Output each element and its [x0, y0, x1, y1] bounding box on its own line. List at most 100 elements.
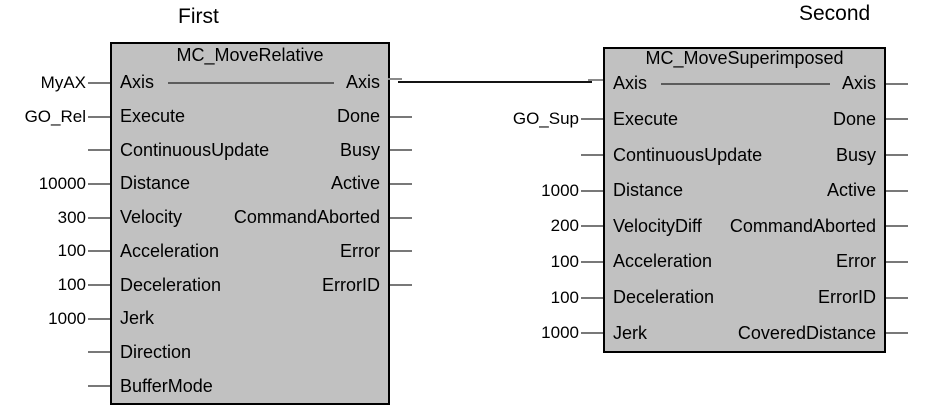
input-pin-stub[interactable]	[581, 118, 603, 121]
input-pin-label: ContinuousUpdate	[120, 139, 270, 160]
output-pin-stub[interactable]	[886, 118, 908, 121]
fb-io-rows: Axis Axis GO_Sup Execute Done Continuous…	[513, 66, 908, 351]
output-pin-stub[interactable]	[886, 296, 908, 299]
fb-io-row: 100 Acceleration Error	[551, 244, 908, 280]
operand-value[interactable]: 100	[57, 275, 86, 295]
output-pin-label: ErrorID	[322, 274, 380, 295]
input-pin-stub[interactable]	[88, 250, 110, 253]
input-pin-label: Execute	[613, 108, 679, 129]
input-pin-stub[interactable]	[581, 225, 603, 228]
operand-value[interactable]: 300	[57, 207, 86, 227]
output-pin-stub[interactable]	[390, 149, 412, 152]
input-pin-label: Distance	[613, 180, 684, 201]
fb-io-row: Direction	[88, 336, 388, 370]
fb-io-row: GO_Sup Execute Done	[513, 102, 908, 138]
output-pin-label: Done	[832, 108, 876, 129]
input-pin-stub[interactable]	[88, 182, 110, 185]
output-pin-label: Busy	[835, 144, 876, 165]
fb-io-row: 300 Velocity CommandAborted	[58, 201, 412, 235]
output-pin-stub[interactable]	[390, 250, 412, 253]
fb-io-row: 100 Deceleration ErrorID	[58, 268, 412, 302]
input-pin-stub[interactable]	[88, 115, 110, 118]
output-pin-label: Done	[336, 106, 380, 127]
wire-stub-right	[588, 79, 603, 81]
input-pin-stub[interactable]	[88, 351, 110, 354]
fb-io-row: 1000 Distance Active	[541, 173, 908, 209]
fb-io-row: 1000 Jerk	[48, 302, 388, 336]
output-pin-stub[interactable]	[886, 82, 908, 85]
input-pin-label: Velocity	[120, 207, 183, 228]
fb-io-row: BufferMode	[88, 369, 388, 403]
input-pin-stub[interactable]	[581, 260, 603, 263]
operand-value[interactable]: 1000	[541, 180, 579, 200]
operand-value[interactable]: 10000	[38, 173, 86, 193]
fb-io-rows: MyAX Axis Axis GO_Rel Execute Done Conti…	[25, 66, 412, 403]
input-pin-stub[interactable]	[88, 284, 110, 287]
fb-io-row: MyAX Axis Axis	[41, 66, 388, 100]
input-pin-stub[interactable]	[88, 149, 110, 152]
fb-io-row: 1000 Jerk CoveredDistance	[541, 315, 908, 351]
input-pin-label: Acceleration	[120, 240, 220, 261]
output-pin-label: Axis	[345, 72, 380, 93]
operand-value[interactable]: GO_Sup	[512, 109, 579, 129]
axis-inout-line	[661, 82, 830, 85]
output-pin-stub[interactable]	[390, 216, 412, 219]
input-pin-stub[interactable]	[88, 317, 110, 320]
input-pin-label: Jerk	[613, 322, 648, 343]
input-pin-label: BufferMode	[120, 375, 213, 396]
block-caption-second: Second	[799, 2, 871, 25]
input-pin-label: Axis	[613, 73, 648, 94]
fb-mc-moverelative[interactable]: MC_MoveRelative MyAX Axis Axis GO_Rel Ex…	[25, 42, 412, 405]
output-pin-label: Error	[340, 240, 380, 261]
fb-io-row: GO_Rel Execute Done	[25, 100, 412, 134]
output-pin-stub[interactable]	[390, 182, 412, 185]
input-pin-label: Direction	[120, 341, 192, 362]
input-pin-stub[interactable]	[88, 81, 110, 84]
block-caption-first: First	[178, 5, 219, 28]
operand-value[interactable]: 100	[57, 241, 86, 261]
fb-io-row: 200 VelocityDiff CommandAborted	[551, 209, 908, 245]
input-pin-stub[interactable]	[581, 154, 603, 157]
fb-title: MC_MoveSuperimposed	[645, 48, 844, 68]
operand-value[interactable]: 100	[550, 287, 579, 307]
wire-stub-left	[388, 78, 402, 80]
input-pin-label: Jerk	[120, 308, 155, 329]
input-pin-stub[interactable]	[581, 332, 603, 335]
input-pin-label: ContinuousUpdate	[613, 144, 763, 165]
input-pin-stub[interactable]	[88, 385, 110, 388]
output-pin-label: CommandAborted	[233, 207, 380, 228]
output-pin-label: CoveredDistance	[737, 322, 876, 343]
output-pin-stub[interactable]	[886, 332, 908, 335]
operand-value[interactable]: 1000	[541, 323, 579, 343]
fb-mc-movesuperimposed[interactable]: MC_MoveSuperimposed Axis Axis GO_Sup Exe…	[513, 47, 908, 353]
input-pin-stub[interactable]	[581, 296, 603, 299]
output-pin-label: CommandAborted	[729, 215, 876, 236]
operand-value[interactable]: GO_Rel	[24, 106, 86, 126]
output-pin-label: Axis	[841, 73, 876, 94]
axis-inout-line	[168, 81, 334, 84]
input-pin-label: Axis	[120, 72, 155, 93]
output-pin-stub[interactable]	[886, 154, 908, 157]
operand-value[interactable]: 200	[550, 216, 579, 236]
fb-io-row: 10000 Distance Active	[39, 167, 412, 201]
fb-io-row: ContinuousUpdate Busy	[581, 137, 908, 173]
output-pin-stub[interactable]	[390, 284, 412, 287]
output-pin-label: ErrorID	[818, 287, 876, 308]
output-pin-stub[interactable]	[390, 115, 412, 118]
axis-connection-wire[interactable]	[388, 77, 603, 85]
input-pin-label: Deceleration	[613, 287, 715, 308]
input-pin-stub[interactable]	[581, 189, 603, 192]
output-pin-label: Active	[826, 180, 876, 201]
wire-core	[398, 81, 592, 83]
output-pin-stub[interactable]	[886, 189, 908, 192]
output-pin-stub[interactable]	[886, 260, 908, 263]
operand-value[interactable]: MyAX	[40, 72, 86, 92]
operand-value[interactable]: 100	[550, 251, 579, 271]
input-pin-stub[interactable]	[88, 216, 110, 219]
input-pin-label: Acceleration	[613, 251, 713, 272]
operand-value[interactable]: 1000	[48, 308, 86, 328]
input-pin-label: VelocityDiff	[613, 215, 702, 236]
output-pin-stub[interactable]	[886, 225, 908, 228]
input-pin-label: Distance	[120, 173, 191, 194]
fb-title: MC_MoveRelative	[176, 45, 324, 65]
